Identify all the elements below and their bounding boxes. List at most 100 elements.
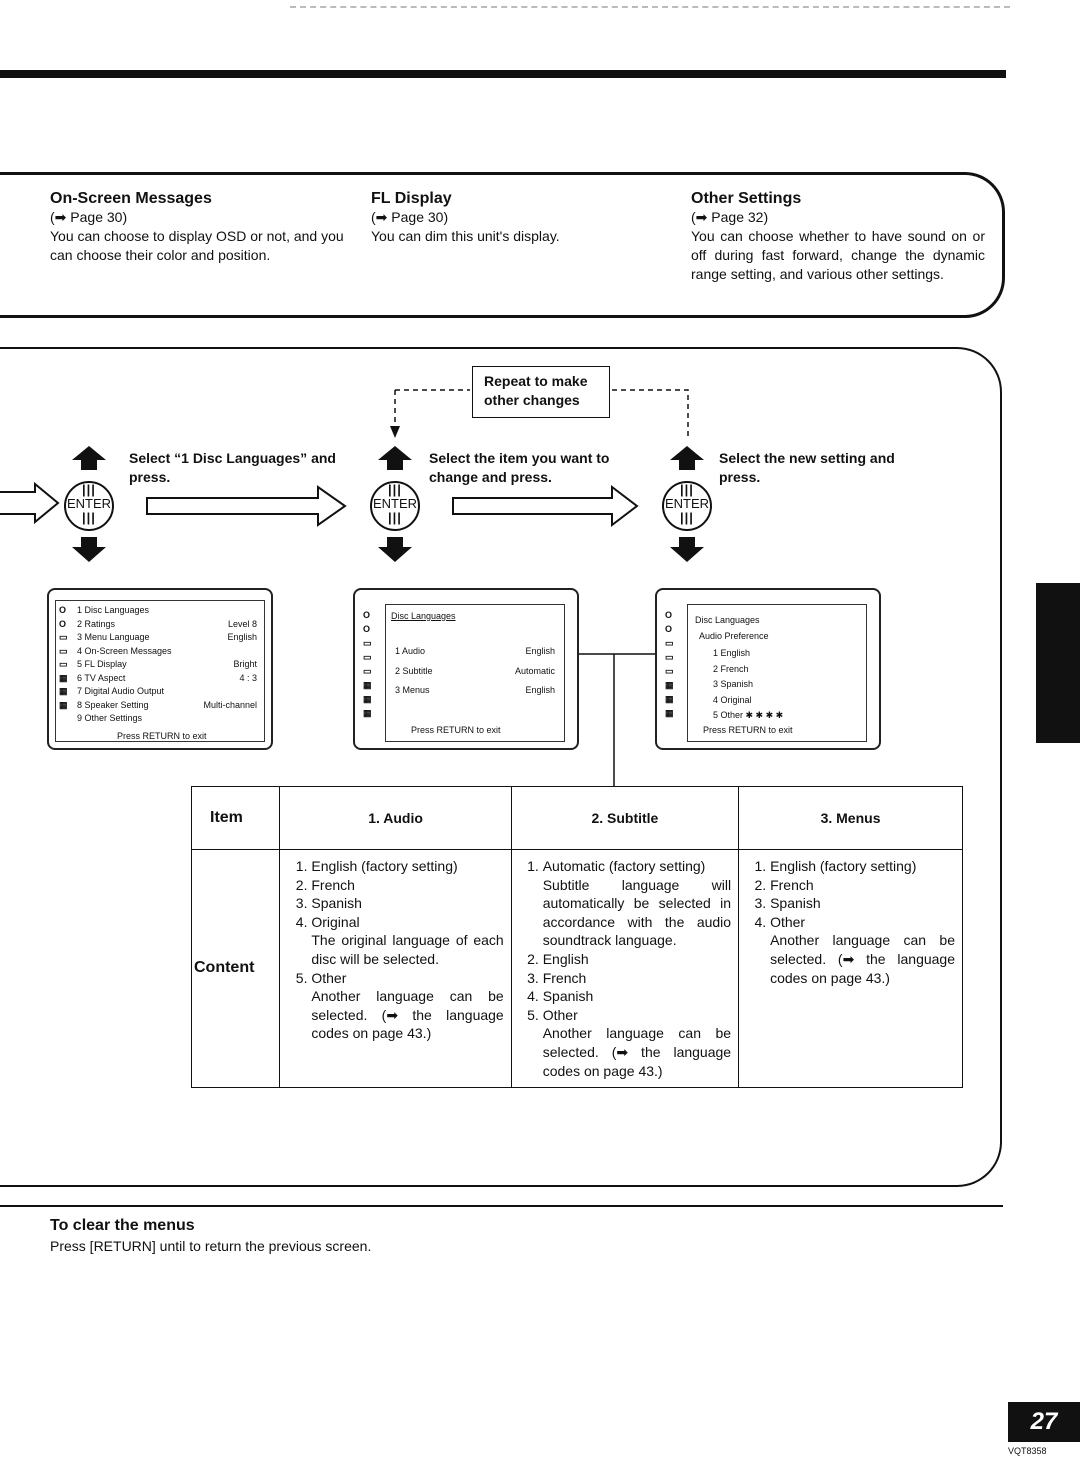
- menu-item-label: 5 FL Display: [77, 659, 127, 669]
- option-item: French: [543, 969, 731, 988]
- osm-ref: (➡ Page 30): [50, 209, 128, 225]
- main-menu-item[interactable]: 9 Other Settings: [77, 712, 257, 726]
- other-ref: (➡ Page 32): [691, 209, 769, 225]
- option-note: The original language of each disc will …: [311, 932, 504, 967]
- option-label: Spanish: [542, 988, 594, 1005]
- audio-header: 1. Audio: [279, 786, 512, 850]
- option-item: Automatic (factory setting) Subtitle lang…: [543, 857, 731, 950]
- fl-desc: You can dim this unit's display.: [371, 228, 560, 244]
- option-label: Other: [770, 913, 806, 930]
- option-item: French: [770, 876, 955, 895]
- audio-options: English (factory setting)FrenchSpanishOr…: [279, 848, 512, 1089]
- settings-side-tab: [1036, 583, 1080, 743]
- option-label: French: [542, 969, 587, 986]
- enter-label: ENTER: [66, 496, 112, 511]
- fl-ref: (➡ Page 30): [371, 209, 449, 225]
- option-note: Subtitle language will automatically be …: [542, 876, 732, 949]
- audio-preference-item[interactable]: 5 Other ✱ ✱ ✱ ✱: [713, 708, 853, 724]
- enter-button-icon[interactable]: ||| ENTER |||: [370, 481, 420, 531]
- menu-item-value: Multi-channel: [203, 699, 257, 710]
- menu-item-label: 2 Ratings: [77, 618, 116, 629]
- repeat-box: Repeat to make other changes: [472, 366, 610, 418]
- clear-desc: Press [RETURN] until to return the previ…: [50, 1238, 372, 1254]
- audio-preference-item[interactable]: 4 Original: [713, 693, 853, 709]
- other-desc: You can choose whether to have sound on …: [691, 228, 985, 282]
- fl-title: FL Display: [371, 190, 452, 207]
- main-menu-item[interactable]: 3 Menu Language English: [77, 631, 257, 645]
- step3-text: Select the new setting and press.: [719, 450, 895, 485]
- menu-item-value: English: [227, 632, 257, 642]
- language-options-table: Item 1. Audio 2. Subtitle 3. Menus Conte…: [190, 786, 963, 1089]
- screen1-footer: Press RETURN to exit: [117, 731, 207, 741]
- screen2-title: Disc Languages: [391, 611, 456, 621]
- menu-item-label: 8 Speaker Setting: [77, 699, 149, 710]
- option-item: English: [543, 950, 731, 969]
- top-rule: [0, 70, 1006, 78]
- option-label: English (factory setting): [770, 858, 917, 874]
- audio-preference-item[interactable]: 1 English: [713, 646, 853, 662]
- osm-title: On-Screen Messages: [50, 190, 212, 207]
- option-item: Spanish: [770, 894, 955, 913]
- enter-button-icon[interactable]: ||| ENTER |||: [64, 481, 114, 531]
- side-tab-label: Settings: [1050, 636, 1070, 708]
- option-item: Spanish: [311, 894, 503, 913]
- item-header: Item: [190, 786, 281, 850]
- menu-item-label: 2 Subtitle: [395, 665, 433, 676]
- option-label: Spanish: [770, 895, 821, 912]
- page-number: 27: [1008, 1402, 1080, 1442]
- menu-item-label: 1 Disc Languages: [77, 605, 150, 615]
- flow-diagram-lines: [0, 389, 704, 786]
- option-label: French: [311, 876, 355, 893]
- main-menu-item[interactable]: 8 Speaker Setting Multi-channel: [77, 699, 257, 713]
- option-label: Other: [311, 969, 347, 986]
- option-item: French: [311, 876, 503, 895]
- screen3-subtitle: Audio Preference: [699, 631, 769, 641]
- option-note: Another language can be selected. (➡ the…: [770, 932, 955, 986]
- osm-section: On-Screen Messages (➡ Page 30) You can c…: [50, 190, 350, 265]
- option-label: Spanish: [311, 895, 362, 912]
- enter-label: ENTER: [664, 496, 710, 511]
- enter-button-icon[interactable]: ||| ENTER |||: [662, 481, 712, 531]
- main-menu-item[interactable]: 1 Disc Languages: [77, 604, 257, 618]
- settings-info-box: [0, 172, 1005, 318]
- audio-preference-item[interactable]: 2 French: [713, 662, 853, 678]
- main-menu-item[interactable]: 4 On-Screen Messages: [77, 645, 257, 659]
- bottom-rule: [0, 1205, 1003, 1207]
- option-note: Another language can be selected. (➡ the…: [311, 988, 504, 1042]
- option-item: English (factory setting): [311, 857, 503, 876]
- menu-item-label: 1 English: [713, 648, 751, 658]
- option-label: English: [542, 950, 589, 967]
- main-menu-item[interactable]: 7 Digital Audio Output: [77, 685, 257, 699]
- main-menu-item[interactable]: 5 FL Display Bright: [77, 658, 257, 672]
- screen3-title: Disc Languages: [695, 615, 760, 625]
- subtitle-options: Automatic (factory setting) Subtitle lang…: [510, 848, 740, 1089]
- fl-section: FL Display (➡ Page 30) You can dim this …: [371, 190, 611, 246]
- menu-item-value: Bright: [233, 659, 257, 669]
- menu-item-label: 1 Audio: [395, 646, 426, 656]
- menu-item-label: 6 TV Aspect: [77, 672, 126, 683]
- menu-item-label: 3 Menu Language: [77, 632, 150, 642]
- option-label: Automatic (factory setting): [542, 858, 706, 874]
- audio-preference-item[interactable]: 3 Spanish: [713, 677, 853, 693]
- option-item: Spanish: [543, 987, 731, 1006]
- option-label: Original: [311, 913, 360, 930]
- step2-text: Select the item you want to change and p…: [429, 450, 610, 485]
- other-title: Other Settings: [691, 190, 802, 207]
- menu-item-value: English: [525, 685, 555, 695]
